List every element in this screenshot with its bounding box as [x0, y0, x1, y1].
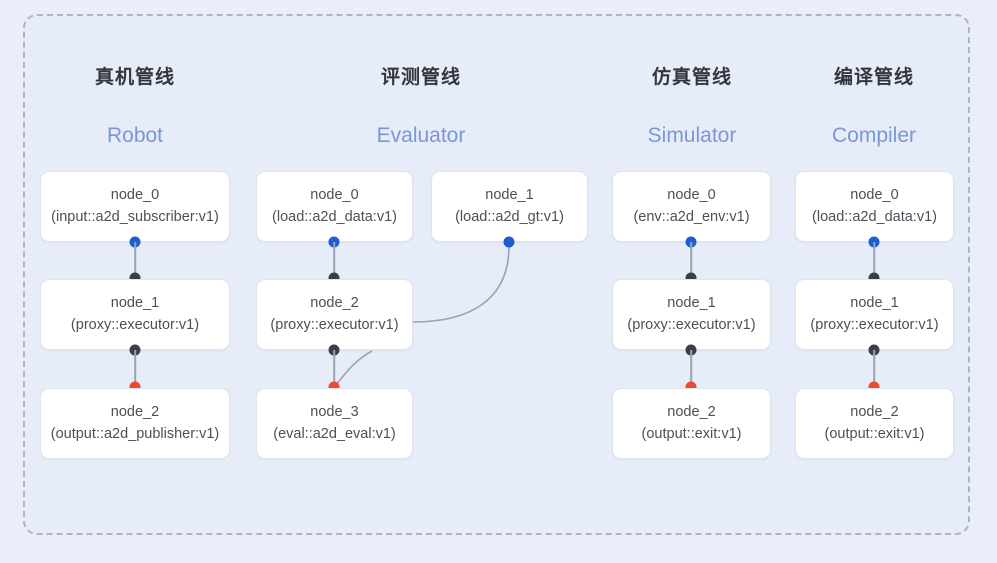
pipeline-column-robot: 真机管线 Robot — [19, 0, 251, 563]
node-kind: (output::exit:v1) — [824, 425, 925, 442]
node-name: node_1 — [485, 187, 534, 204]
node-compiler-2[interactable]: node_2 (output::exit:v1) — [795, 388, 954, 459]
connector-evaluator-0-2 — [333, 242, 335, 278]
node-name: node_1 — [110, 295, 160, 312]
node-kind: (proxy::executor:v1) — [70, 316, 200, 333]
pipeline-column-compiler: 编译管线 Compiler — [758, 0, 990, 563]
connector-evaluator-2-3 — [333, 350, 335, 387]
node-kind: (load::a2d_data:v1) — [272, 208, 397, 225]
node-name: node_0 — [850, 187, 899, 204]
column-title-cn-evaluator: 评测管线 — [380, 67, 461, 88]
output-port-evaluator-gt[interactable] — [503, 236, 515, 248]
node-robot-2[interactable]: node_2 (output::a2d_publisher:v1) — [40, 388, 230, 459]
node-name: node_2 — [850, 404, 899, 421]
pipeline-column-evaluator: 评测管线 Evaluator — [305, 0, 537, 563]
node-name: node_0 — [110, 187, 160, 204]
node-name: node_1 — [667, 295, 716, 312]
node-name: node_2 — [667, 404, 716, 421]
node-kind: (proxy::executor:v1) — [270, 316, 399, 333]
node-simulator-2[interactable]: node_2 (output::exit:v1) — [612, 388, 771, 459]
node-evaluator-gt[interactable]: node_1 (load::a2d_gt:v1) — [431, 171, 588, 242]
column-title-cn-compiler: 编译管线 — [833, 67, 914, 88]
connector-compiler-0-1 — [873, 242, 875, 278]
input-port-compiler-1[interactable] — [868, 272, 880, 284]
node-evaluator-0[interactable]: node_0 (load::a2d_data:v1) — [256, 171, 413, 242]
node-simulator-1[interactable]: node_1 (proxy::executor:v1) — [612, 279, 771, 350]
node-kind: (output::a2d_publisher:v1) — [50, 425, 220, 442]
column-title-en-robot: Robot — [106, 124, 164, 147]
terminal-port-evaluator-3[interactable] — [328, 381, 340, 393]
node-evaluator-2[interactable]: node_2 (proxy::executor:v1) — [256, 279, 413, 350]
node-name: node_3 — [310, 404, 359, 421]
column-title-en-evaluator: Evaluator — [376, 124, 466, 147]
node-kind: (load::a2d_data:v1) — [812, 208, 937, 225]
terminal-port-robot-2[interactable] — [129, 381, 141, 393]
connector-simulator-0-1 — [690, 242, 692, 278]
input-port-robot-1[interactable] — [129, 272, 141, 284]
node-name: node_0 — [667, 187, 716, 204]
column-title-cn-robot: 真机管线 — [94, 67, 175, 88]
connector-simulator-1-2 — [690, 350, 692, 387]
node-kind: (eval::a2d_eval:v1) — [273, 425, 396, 442]
node-name: node_2 — [110, 404, 160, 421]
node-robot-1[interactable]: node_1 (proxy::executor:v1) — [40, 279, 230, 350]
pipeline-column-simulator: 仿真管线 Simulator — [576, 0, 808, 563]
node-name: node_2 — [310, 295, 359, 312]
input-port-simulator-1[interactable] — [685, 272, 697, 284]
node-kind: (output::exit:v1) — [641, 425, 742, 442]
node-compiler-0[interactable]: node_0 (load::a2d_data:v1) — [795, 171, 954, 242]
input-port-evaluator-2[interactable] — [328, 272, 340, 284]
column-title-en-compiler: Compiler — [831, 124, 917, 147]
node-evaluator-3[interactable]: node_3 (eval::a2d_eval:v1) — [256, 388, 413, 459]
column-title-cn-simulator: 仿真管线 — [651, 67, 732, 88]
node-kind: (load::a2d_gt:v1) — [455, 208, 564, 225]
terminal-port-compiler-2[interactable] — [868, 381, 880, 393]
connector-robot-0-1 — [134, 242, 136, 278]
node-kind: (input::a2d_subscriber:v1) — [51, 208, 219, 225]
node-name: node_0 — [310, 187, 359, 204]
node-kind: (proxy::executor:v1) — [810, 316, 939, 333]
column-title-en-simulator: Simulator — [647, 124, 737, 147]
node-robot-0[interactable]: node_0 (input::a2d_subscriber:v1) — [40, 171, 230, 242]
connector-robot-1-2 — [134, 350, 136, 387]
node-compiler-1[interactable]: node_1 (proxy::executor:v1) — [795, 279, 954, 350]
node-name: node_1 — [850, 295, 899, 312]
node-simulator-0[interactable]: node_0 (env::a2d_env:v1) — [612, 171, 771, 242]
connector-compiler-1-2 — [873, 350, 875, 387]
terminal-port-simulator-2[interactable] — [685, 381, 697, 393]
node-kind: (proxy::executor:v1) — [627, 316, 756, 333]
node-kind: (env::a2d_env:v1) — [633, 208, 750, 225]
